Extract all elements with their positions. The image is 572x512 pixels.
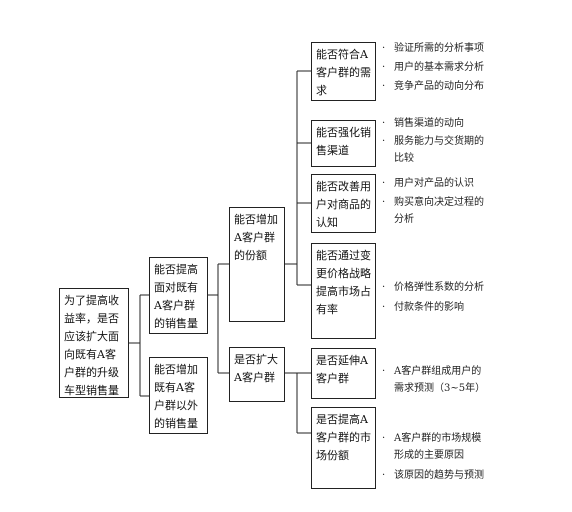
level2-node-share: 能否增加A客户群的份额	[229, 207, 285, 322]
level1-node-other-customers: 能否增加既有A客户群以外的销售量	[149, 357, 208, 434]
level3-node-perception: 能否改善用户对商品的认知	[311, 174, 376, 233]
node-label: 能否提高面对既有A客户群的销售量	[154, 263, 198, 330]
node-label: 是否提高A客户群的市场份额	[316, 413, 371, 462]
level3-node-pricing: 能否通过变更价格战略提高市场占有率	[311, 243, 376, 339]
node-label: 是否延伸A客户群	[316, 354, 368, 385]
analysis-note: ·购买意向决定过程的 分析	[382, 197, 484, 225]
level3-node-channel: 能否强化销售渠道	[311, 120, 376, 167]
analysis-note: ·用户对产品的认识	[382, 178, 474, 189]
analysis-note: ·销售渠道的动向	[382, 118, 464, 129]
node-label: 是否扩大A客户群	[234, 353, 278, 384]
analysis-note: ·A客户群组成用户的 需求预测（3~5年）	[382, 366, 486, 394]
level1-node-existing-customers: 能否提高面对既有A客户群的销售量	[149, 257, 208, 334]
root-node-label: 为了提高收益率，是否应该扩大面向既有A客户群的升级车型销售量	[64, 294, 119, 397]
level2-node-expand: 是否扩大A客户群	[229, 347, 285, 402]
analysis-note: ·用户的基本需求分析	[382, 62, 484, 73]
node-label: 能否符合A客户群的需求	[316, 48, 371, 97]
level3-node-market-share: 是否提高A客户群的市场份额	[311, 407, 376, 489]
analysis-note: ·验证所需的分析事项	[382, 43, 484, 54]
analysis-note: ·价格弹性系数的分析	[382, 282, 484, 293]
root-node: 为了提高收益率，是否应该扩大面向既有A客户群的升级车型销售量	[59, 288, 129, 398]
node-label: 能否改善用户对商品的认知	[316, 180, 371, 229]
level3-node-needs: 能否符合A客户群的需求	[311, 42, 376, 101]
analysis-note: ·竞争产品的动向分布	[382, 81, 484, 92]
analysis-note: ·A客户群的市场规模 形成的主要原因	[382, 433, 482, 461]
node-label: 能否强化销售渠道	[316, 126, 371, 157]
analysis-note: ·服务能力与交货期的 比较	[382, 136, 484, 164]
level3-node-extend: 是否延伸A客户群	[311, 348, 376, 399]
analysis-note: ·付款条件的影响	[382, 302, 464, 313]
node-label: 能否增加A客户群的份额	[234, 213, 278, 262]
node-label: 能否增加既有A客户群以外的销售量	[154, 363, 198, 430]
analysis-note: ·该原因的趋势与预测	[382, 470, 484, 481]
node-label: 能否通过变更价格战略提高市场占有率	[316, 249, 371, 316]
